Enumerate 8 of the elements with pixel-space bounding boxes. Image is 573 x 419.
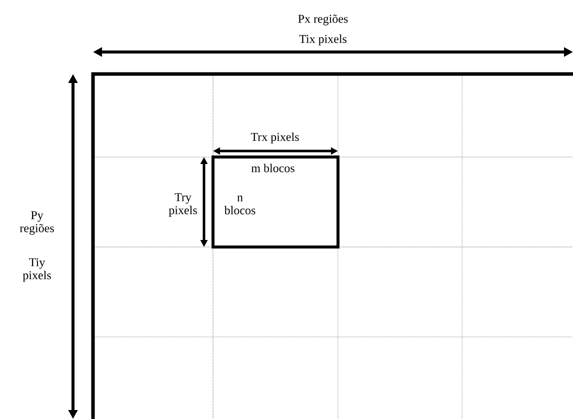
dimension-label: Tiy pixels [22, 258, 51, 282]
dimension-label: Px regiões [298, 14, 348, 26]
dimension-label: Tix pixels [299, 34, 347, 46]
dimension-label: Try pixels [168, 193, 197, 217]
dimension-label: Py regiões [20, 211, 54, 235]
dimension-label: Trx pixels [250, 132, 299, 144]
dimension-label: n blocos [224, 196, 256, 214]
dimension-label: m blocos [251, 164, 294, 172]
